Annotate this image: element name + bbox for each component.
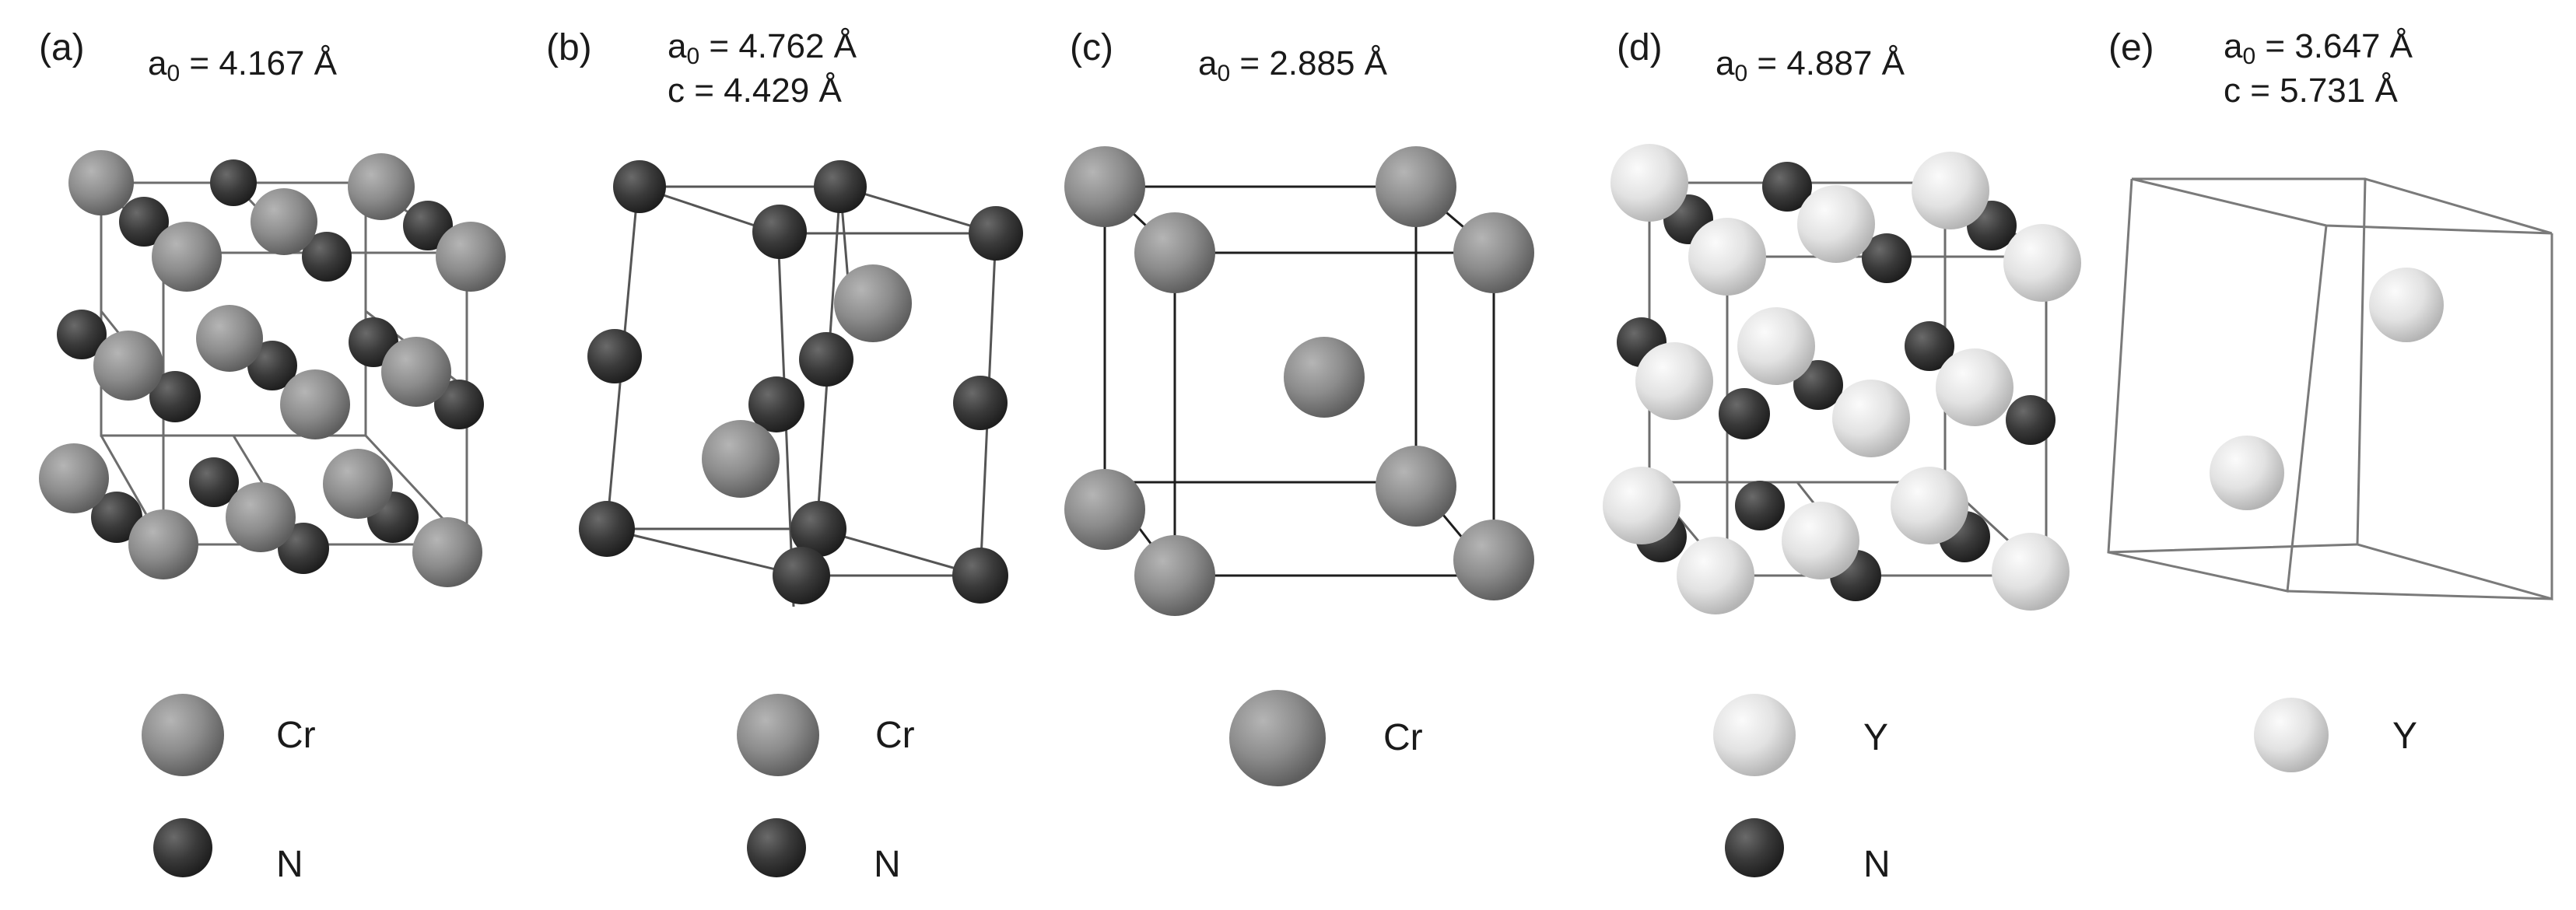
n-atoms [1617,162,2056,601]
panel-c: (c) a0 = 2.885 Å Cr [1027,0,1572,908]
legend-entry-y: Y [1712,692,1945,786]
cr-atom-swatch [1229,690,1326,786]
param-symbol: a [148,44,167,82]
param-subscript: 0 [166,61,180,86]
panel-label: (e) [2108,27,2154,68]
param-subscript: 0 [686,44,700,69]
lattice-parameter-c: c = 4.429 Å [668,74,842,108]
legend-entry-cr: Cr [1228,688,1477,786]
lattice-parameter-c: c = 5.731 Å [2224,74,2398,108]
param-value: = 4.167 Å [180,44,337,82]
panel-e: (e) a0 = 3.647 Å c = 5.731 Å Y [2093,0,2576,908]
crystal-structure-rocksalt-yn [1603,144,2081,614]
param-symbol: a [1198,44,1218,82]
y-atoms [1603,144,2081,614]
param-symbol: c [2224,72,2241,110]
panel-d: (d) a0 = 4.887 Å [1572,0,2093,908]
param-value: = 4.429 Å [685,72,842,110]
y-atom-swatch [2254,698,2329,772]
n-atom-swatch [747,818,806,877]
param-value: = 4.887 Å [1747,44,1905,82]
legend-entry-n: N [745,817,979,910]
legend-label: Cr [1383,717,1423,758]
crystal-structure-hcp-y [2107,177,2553,600]
panel-label: (c) [1070,27,1113,68]
cr-atoms [1064,146,1534,616]
y-atoms [2210,268,2444,510]
crystal-structure-rocksalt-crn [39,150,506,587]
param-subscript: 0 [1217,61,1231,86]
param-value: = 2.885 Å [1230,44,1387,82]
panel-label: (d) [1617,27,1663,68]
legend-entry-y: Y [2252,696,2486,789]
lattice-parameter-a0: a0 = 3.647 Å [2224,30,2413,68]
legend-entry-cr: Cr [140,692,373,786]
param-symbol: a [2224,27,2243,65]
legend-label: N [1863,844,1891,885]
legend-label: Cr [276,715,316,756]
param-symbol: a [668,27,687,65]
legend-label: N [276,844,303,885]
cr-atoms [702,264,912,498]
n-atom-swatch [1725,818,1784,877]
cr-atoms [39,150,506,587]
unit-cell-edges [2107,177,2553,600]
n-atoms [579,160,1023,604]
cr-atom-swatch [142,694,224,776]
legend-label: Y [1863,717,1889,758]
param-value: = 4.762 Å [699,27,857,65]
param-symbol: a [1716,44,1735,82]
legend-label: N [874,844,901,885]
panel-b: (b) a0 = 4.762 Å c = 4.429 Å [513,0,1027,908]
n-atom-swatch [153,818,212,877]
lattice-parameter-a0: a0 = 4.887 Å [1716,47,1905,86]
legend-entry-cr: Cr [735,692,969,786]
lattice-parameter-a0: a0 = 2.885 Å [1198,47,1387,86]
param-symbol: c [668,72,685,110]
legend-label: Cr [875,715,915,756]
lattice-parameter-a0: a0 = 4.762 Å [668,30,857,68]
panel-label: (a) [39,27,85,68]
panel-a: (a) a0 = 4.167 Å [0,0,513,908]
legend-label: Y [2392,716,2418,757]
legend-entry-n: N [1723,817,1957,910]
panel-label: (b) [546,27,592,68]
param-value: = 5.731 Å [2241,72,2398,110]
param-subscript: 0 [1734,61,1748,86]
crystal-structure-hexagonal-cr2n [579,160,1023,607]
cr-atom-swatch [737,694,819,776]
param-value: = 3.647 Å [2255,27,2413,65]
legend-entry-n: N [152,817,385,910]
n-atoms [57,159,484,574]
lattice-parameter-a0: a0 = 4.167 Å [148,47,337,86]
y-atom-swatch [1713,694,1796,776]
crystal-structure-bcc-cr [1064,146,1534,616]
param-subscript: 0 [2242,44,2256,69]
